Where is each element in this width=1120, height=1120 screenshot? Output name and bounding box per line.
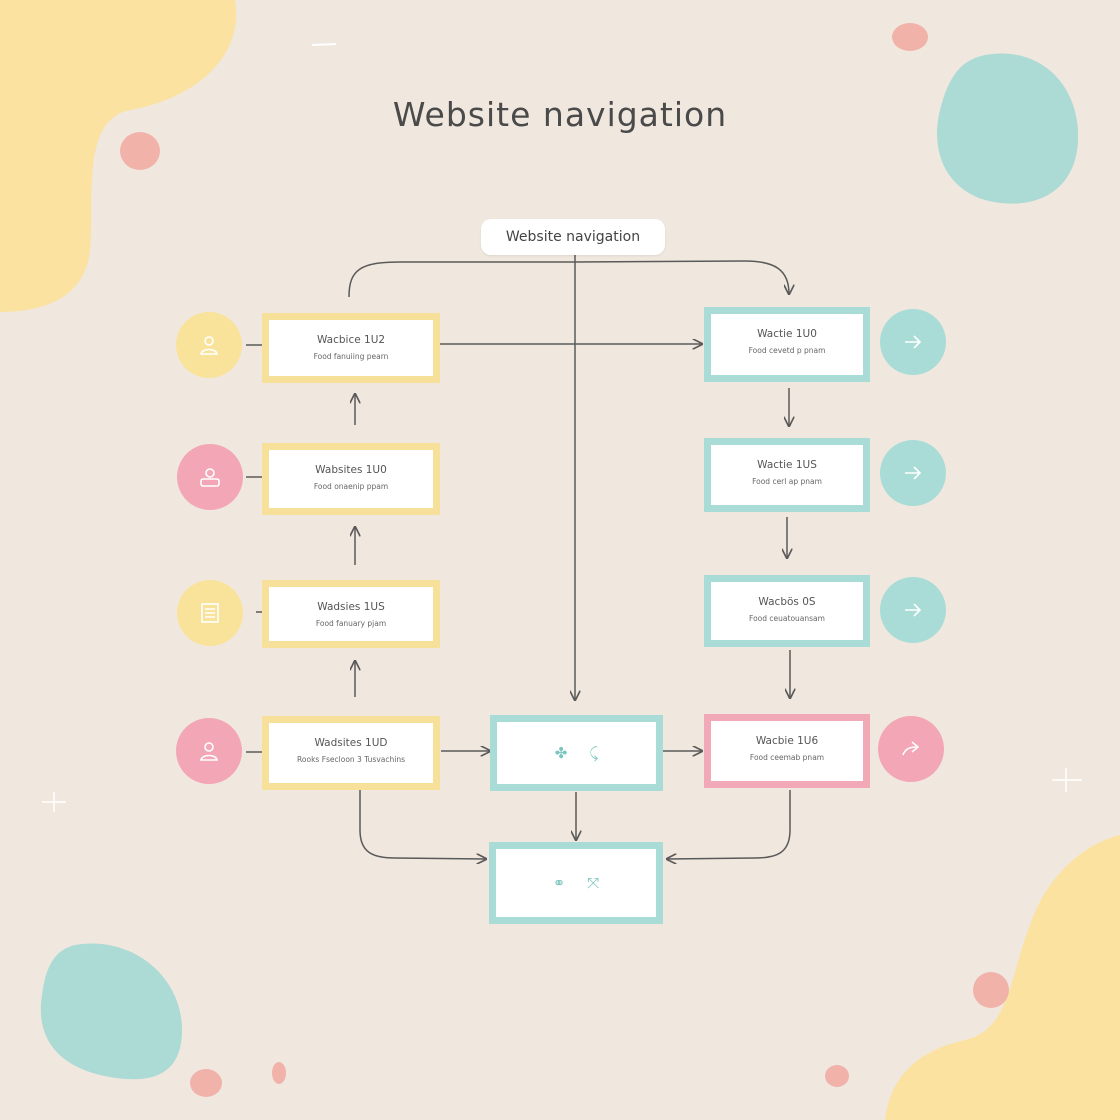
share-arrow-icon[interactable] xyxy=(878,716,944,782)
arrow-right-icon[interactable] xyxy=(880,309,946,375)
right-node-2[interactable]: Wactie 1US Food cerl ap pnam xyxy=(704,438,870,512)
arrow-right-icon[interactable] xyxy=(880,577,946,643)
node-subtitle: Food cerl ap pnam xyxy=(752,477,822,486)
node-title: Wacbie 1U6 xyxy=(755,735,819,747)
user-badge-icon[interactable] xyxy=(177,444,243,510)
user-icon[interactable] xyxy=(176,718,242,784)
shuffle-icon: ⤧ xyxy=(587,874,600,892)
dot-2 xyxy=(892,23,928,51)
node-subtitle: Food ceuatouansam xyxy=(749,614,825,623)
left-node-4[interactable]: Wadsites 1UD Rooks Fsecloon 3 Tusvachins xyxy=(262,716,440,790)
node-subtitle: Food onaenip ppam xyxy=(313,482,389,491)
flower-icon: ✤ xyxy=(554,744,568,762)
node-subtitle: Food fanuary pjam xyxy=(315,619,387,628)
branch-icon: ⤹ xyxy=(589,744,599,762)
blob-top-right xyxy=(937,53,1079,204)
user-icon[interactable] xyxy=(176,312,242,378)
node-subtitle: Food fanuiing pearn xyxy=(313,352,389,361)
dot-6 xyxy=(825,1065,849,1087)
root-node[interactable]: Website navigation xyxy=(481,219,665,255)
node-title: Wacbös 0S xyxy=(758,596,816,608)
left-node-2[interactable]: Wabsites 1U0 Food onaenip ppam xyxy=(262,443,440,515)
arrow-right-icon[interactable] xyxy=(880,440,946,506)
page-title: Website navigation xyxy=(392,95,728,134)
center-node-1[interactable]: ✤ ⤹ xyxy=(490,715,663,791)
center-node-2[interactable]: ⚭ ⤧ xyxy=(489,842,663,924)
link-icon: ⚭ xyxy=(552,874,566,892)
left-node-1[interactable]: Wacbice 1U2 Food fanuiing pearn xyxy=(262,313,440,383)
node-subtitle: Food ceemab pnam xyxy=(749,753,825,762)
right-node-4[interactable]: Wacbie 1U6 Food ceemab pnam xyxy=(704,714,870,788)
dot-3 xyxy=(973,972,1009,1008)
node-title: Wactie 1U0 xyxy=(757,328,817,340)
document-icon[interactable] xyxy=(177,580,243,646)
node-title: Wadsites 1UD xyxy=(314,737,388,749)
node-title: Wacbice 1U2 xyxy=(316,334,386,346)
right-node-3[interactable]: Wacbös 0S Food ceuatouansam xyxy=(704,575,870,647)
node-title: Wactie 1US xyxy=(757,459,817,471)
right-node-1[interactable]: Wactie 1U0 Food cevetd p pnam xyxy=(704,307,870,382)
blob-bottom-right xyxy=(885,835,1120,1120)
blob-bottom-left xyxy=(40,943,183,1080)
dot-5 xyxy=(272,1062,286,1084)
node-subtitle: Rooks Fsecloon 3 Tusvachins xyxy=(297,755,405,764)
node-subtitle: Food cevetd p pnam xyxy=(748,346,826,355)
blob-top-left xyxy=(0,0,237,312)
node-title: Wadsies 1US xyxy=(317,601,385,613)
dot-1 xyxy=(120,132,160,170)
dot-4 xyxy=(190,1069,222,1097)
left-node-3[interactable]: Wadsies 1US Food fanuary pjam xyxy=(262,580,440,648)
node-title: Wabsites 1U0 xyxy=(315,464,387,476)
